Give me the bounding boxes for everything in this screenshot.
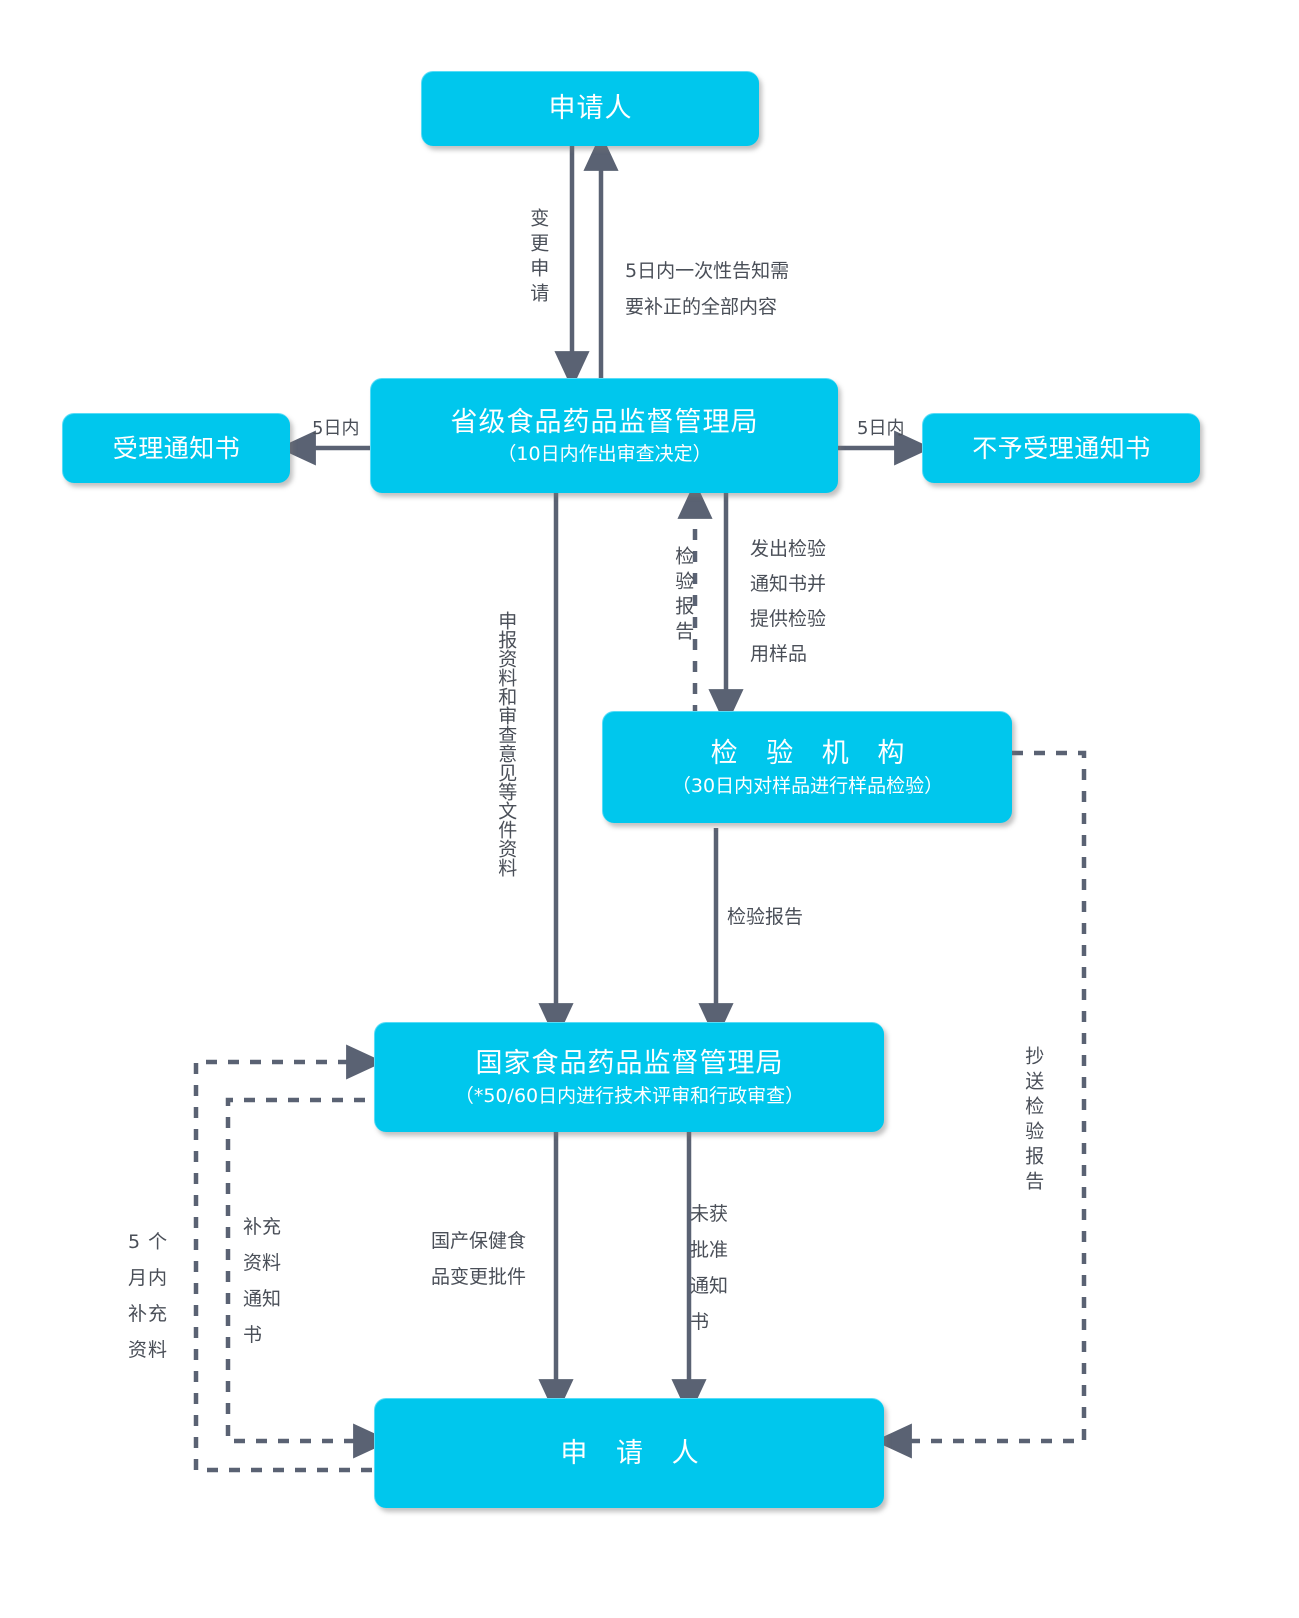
- label-domestic-approval: 国产保健食 品变更批件: [431, 1230, 527, 1289]
- node-inspection-agency-title: 检 验 机 构: [710, 738, 915, 770]
- node-provincial-bureau-title: 省级食品药品监督管理局: [450, 406, 759, 438]
- node-inspection-agency-subtitle: （30日内对样品进行样品检验）: [671, 774, 944, 797]
- label-supplement-in-5-months: 5 个 月内 补充 资料: [128, 1231, 169, 1362]
- label-change-application: 变更申请: [527, 208, 550, 308]
- label-issue-inspection-notice: 发出检验 通知书并 提供检验 用样品: [750, 538, 827, 666]
- node-national-bureau-title: 国家食品药品监督管理局: [475, 1048, 784, 1080]
- label-inspection-report-up: 检验报告: [672, 546, 695, 646]
- node-applicant-top[interactable]: 申请人: [421, 71, 759, 146]
- label-supplement-notice: 补充 资料 通知 书: [243, 1216, 282, 1347]
- node-rejection-notice[interactable]: 不予受理通知书: [922, 413, 1200, 483]
- label-notify-corrections: 5日内一次性告知需 要补正的全部内容: [625, 260, 790, 319]
- label-within-5-days-left: 5日内: [312, 418, 360, 439]
- label-within-5-days-right: 5日内: [857, 418, 905, 439]
- node-applicant-bottom[interactable]: 申 请 人: [374, 1398, 884, 1508]
- label-declaration-materials: 申报资料和审查意见等文件资料: [495, 611, 518, 877]
- edge-inspection-to-applicant-copy: [874, 750, 1087, 1459]
- node-provincial-bureau-subtitle: （10日内作出审查决定）: [497, 443, 712, 466]
- node-national-bureau-subtitle: （*50/60日内进行技术评审和行政审查）: [454, 1084, 805, 1107]
- node-acceptance-notice[interactable]: 受理通知书: [62, 413, 290, 483]
- label-inspection-report-down: 检验报告: [727, 906, 804, 928]
- node-acceptance-notice-title: 受理通知书: [112, 433, 241, 463]
- edge-national-to-applicant-supplement-notice: [225, 1097, 391, 1459]
- node-applicant-bottom-title: 申 请 人: [560, 1437, 709, 1469]
- label-not-approved-notice: 未获 批准 通知 书: [690, 1203, 729, 1334]
- node-provincial-bureau[interactable]: 省级食品药品监督管理局 （10日内作出审查决定）: [370, 378, 838, 493]
- label-copy-inspection-report: 抄送检验报告: [1022, 1046, 1045, 1196]
- node-inspection-agency[interactable]: 检 验 机 构 （30日内对样品进行样品检验）: [602, 711, 1012, 823]
- node-national-bureau[interactable]: 国家食品药品监督管理局 （*50/60日内进行技术评审和行政审查）: [374, 1022, 884, 1132]
- edge-applicant-to-national-supplement: [193, 1044, 384, 1473]
- node-rejection-notice-title: 不予受理通知书: [972, 433, 1151, 463]
- node-applicant-top-title: 申请人: [548, 93, 633, 125]
